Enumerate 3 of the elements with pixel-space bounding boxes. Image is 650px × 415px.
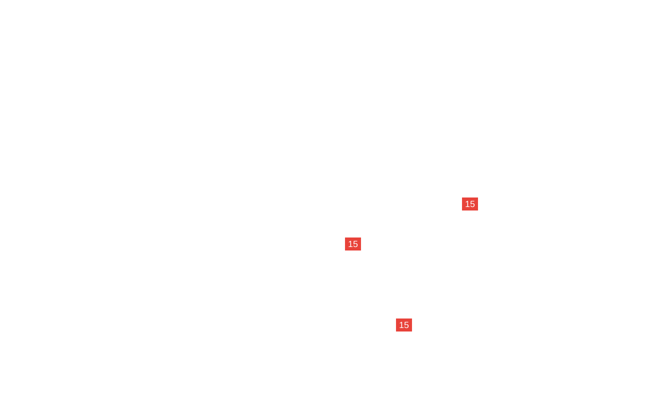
callout-number: 15 (345, 238, 361, 250)
callout-number: 15 (462, 198, 478, 210)
callout-number: 15 (396, 318, 412, 332)
